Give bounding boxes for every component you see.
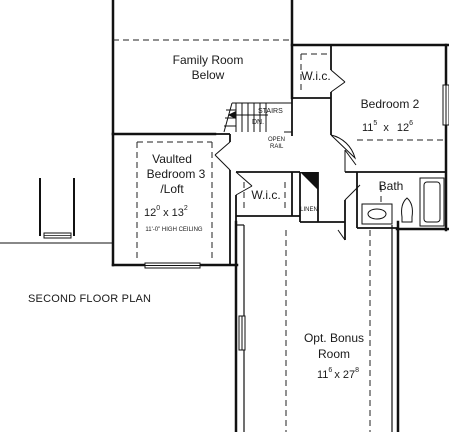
toilet-icon bbox=[401, 197, 413, 223]
door-swings bbox=[214, 69, 361, 241]
family-room-label-1: Family Room bbox=[173, 53, 244, 67]
plan-title: SECOND FLOOR PLAN bbox=[28, 293, 151, 305]
open-rail-label-2: RAIL bbox=[270, 144, 284, 150]
stairs-direction-label: DN. bbox=[252, 119, 264, 126]
stairs-label: STAIRS bbox=[258, 108, 283, 115]
knee-walls bbox=[236, 224, 393, 432]
dashed-lines bbox=[113, 39, 445, 432]
bedroom2-label: Bedroom 2 bbox=[361, 97, 420, 111]
bedroom3-label-2: Bedroom 3 bbox=[147, 167, 206, 181]
bedroom3-ceiling-note: 11'-0" HIGH CEILING bbox=[145, 227, 203, 233]
bonus-room-label-1: Opt. Bonus bbox=[304, 331, 364, 345]
family-room-label-2: Below bbox=[192, 68, 225, 82]
bedroom3-label-3: /Loft bbox=[160, 182, 184, 196]
exterior-fragment bbox=[0, 178, 113, 244]
windows bbox=[144, 84, 449, 351]
bonus-room-label-2: Room bbox=[318, 347, 350, 361]
bedroom3-label-1: Vaulted bbox=[152, 152, 192, 166]
stairs-graphic bbox=[223, 98, 293, 136]
interior-walls bbox=[215, 45, 446, 265]
wic-lower-label: W.i.c. bbox=[251, 188, 280, 202]
open-rail-label-1: OPEN bbox=[268, 137, 285, 143]
linen-label: LINEN bbox=[300, 207, 318, 213]
bath-label: Bath bbox=[379, 179, 404, 193]
bath-fixtures bbox=[361, 177, 445, 227]
linen-shelf-icon bbox=[300, 172, 318, 190]
exterior-walls bbox=[111, 0, 449, 432]
wic-upper-label: W.i.c. bbox=[301, 69, 330, 83]
sink-icon bbox=[367, 208, 387, 220]
